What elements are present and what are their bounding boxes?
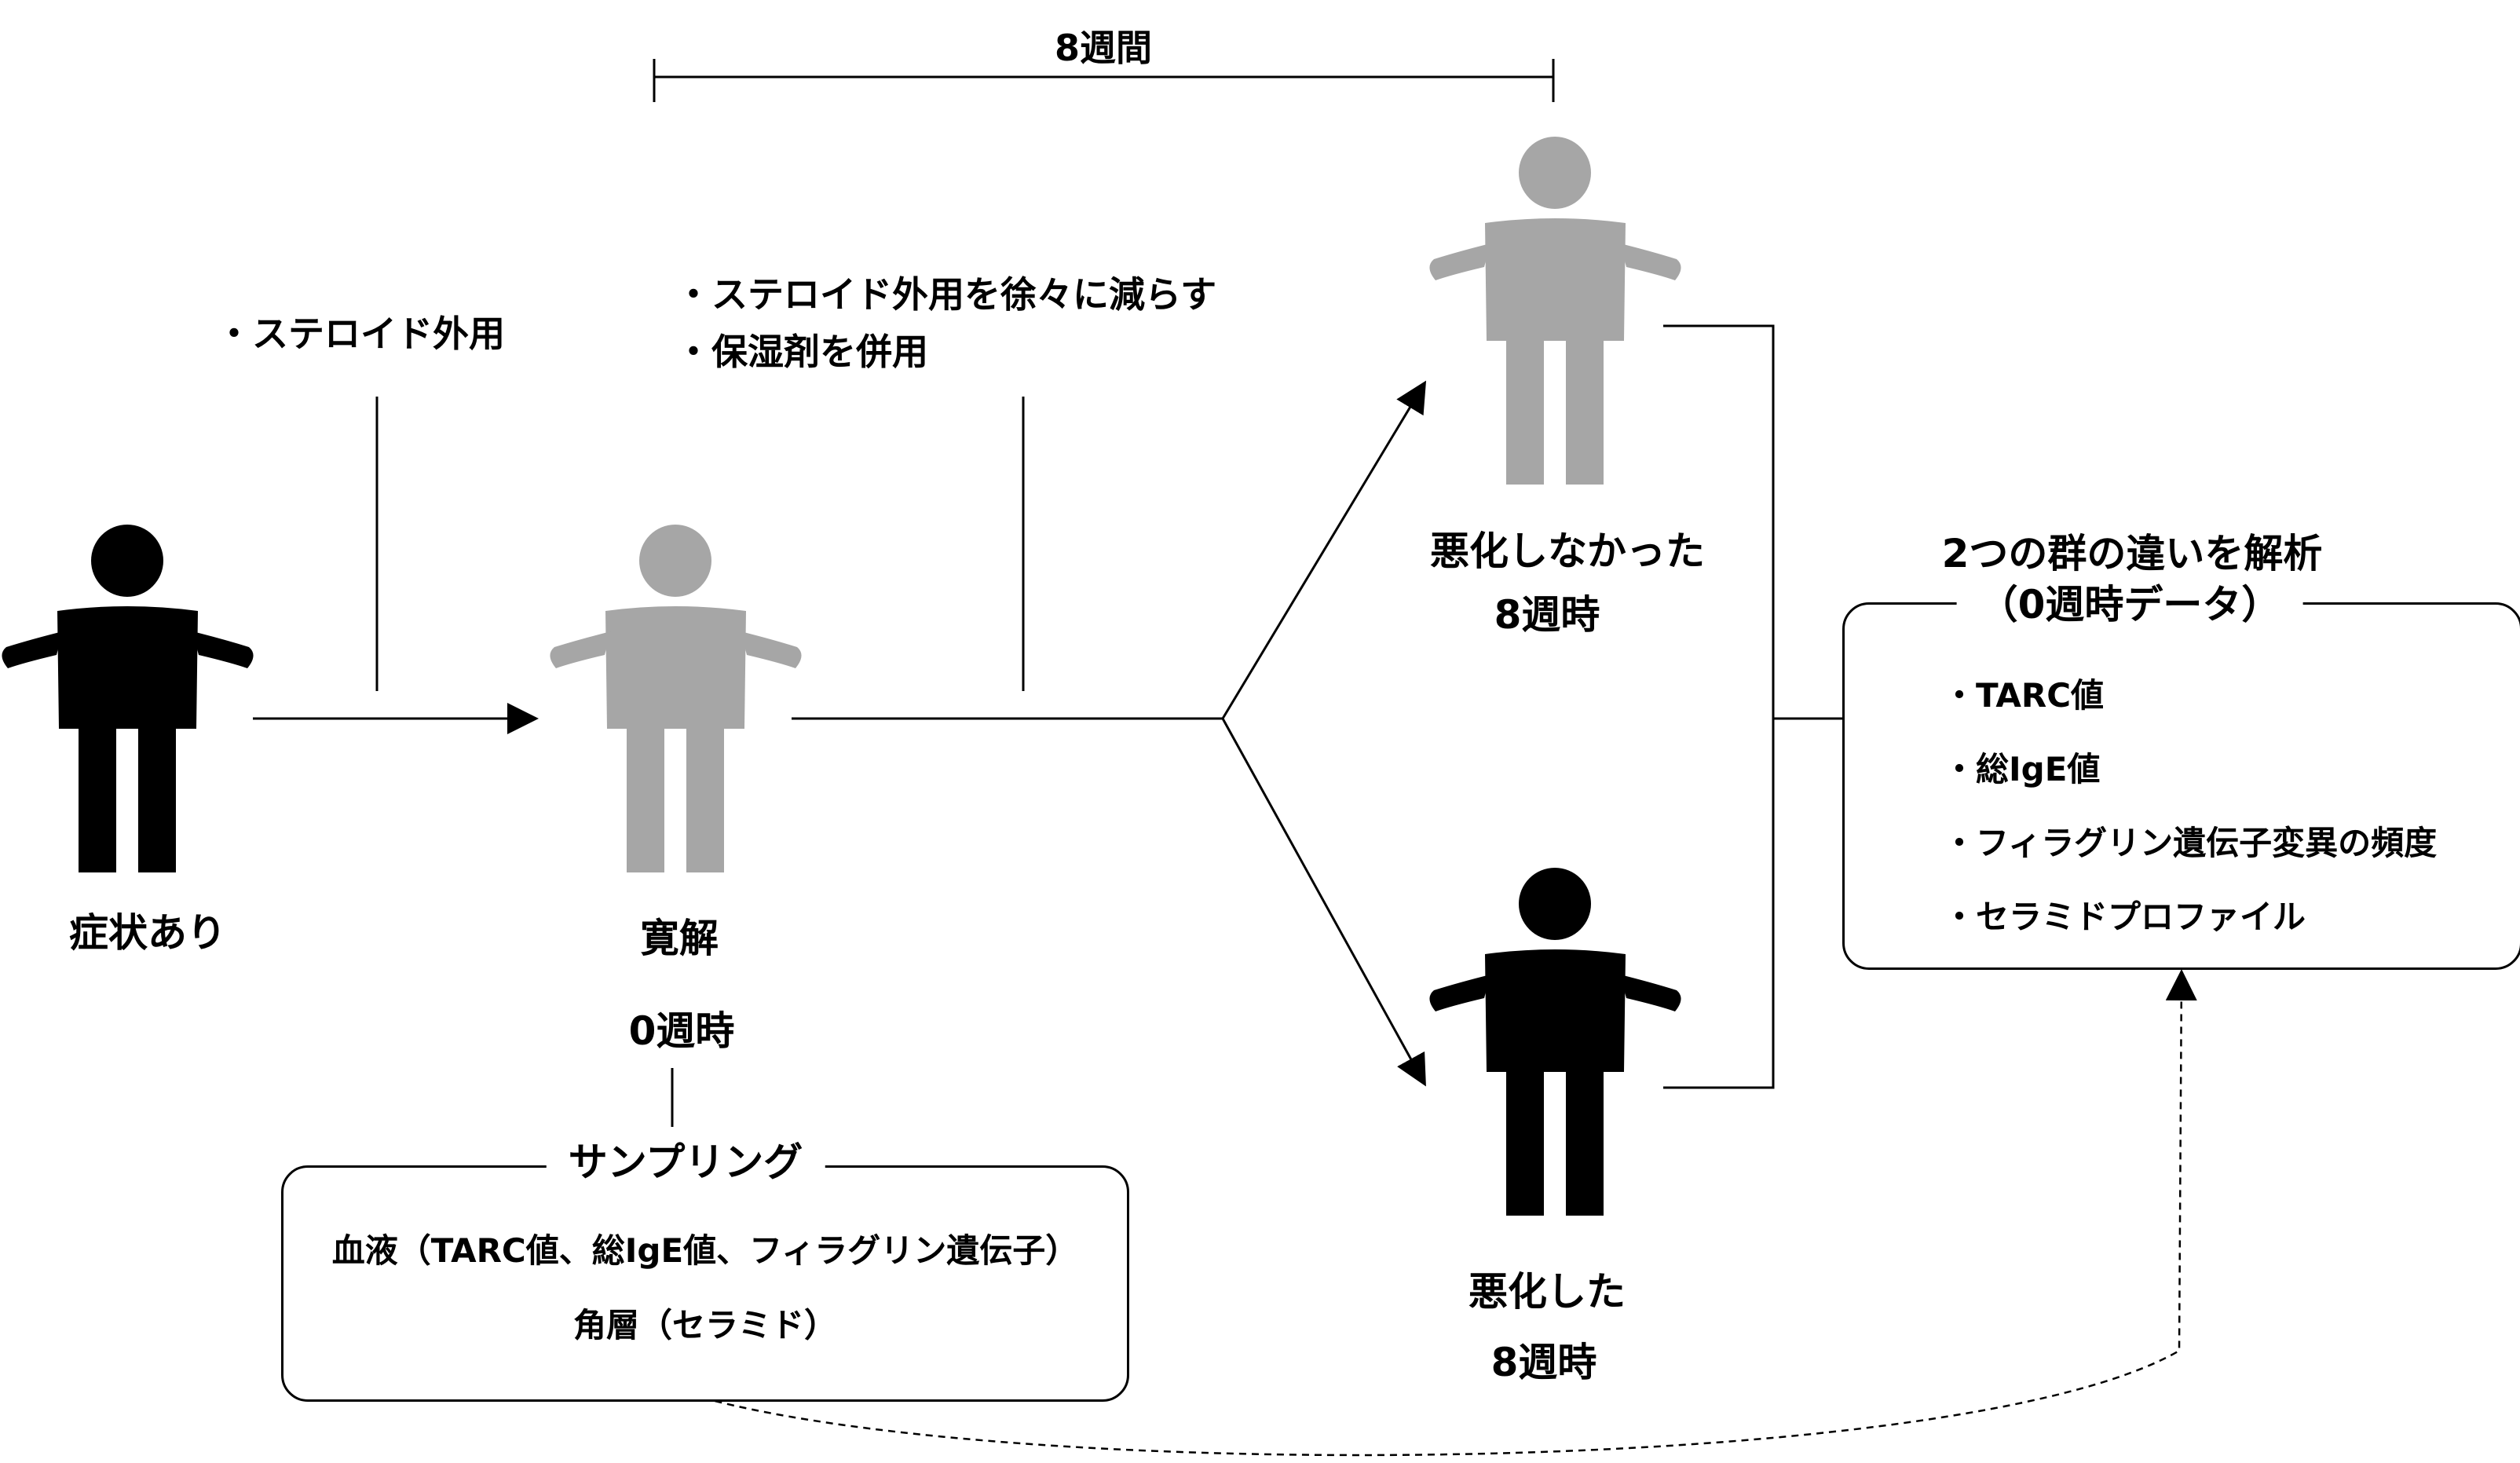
sampling-blood-line: 血液（TARC値、総IgE値、フィラグリン遺伝子） — [331, 1231, 1079, 1270]
dashed-arrow-sampling-to-analysis — [702, 969, 2197, 1457]
analysis-title-line2: （0週時データ） — [1956, 585, 2303, 624]
stage-not-worsened-week: 8週時 — [1494, 592, 1600, 638]
stage-remission-label: 寛解 — [640, 916, 719, 961]
duration-bracket — [653, 59, 1555, 102]
analysis-item: ・フィラグリン遺伝子変異の頻度 — [1943, 824, 2438, 862]
sampling-stratum-line: 角層（セラミド） — [572, 1306, 838, 1344]
duration-label: 8週間 — [1054, 27, 1153, 69]
sampling-title: サンプリング — [546, 1143, 825, 1182]
treatment2-line2: ・保湿剤を併用 — [675, 331, 928, 373]
stage-worsened-week: 8週時 — [1490, 1340, 1597, 1385]
arrow-to-worsened — [1221, 718, 1426, 1087]
analysis-box: ・TARC値 ・総IgE値 ・フィラグリン遺伝子変異の頻度 ・セラミドプロファイ… — [1842, 602, 2520, 970]
person-symptom-icon — [2, 525, 254, 872]
person-not-worsened-icon — [1429, 137, 1681, 485]
stage-week0-label: 0週時 — [628, 1008, 735, 1054]
analysis-item: ・セラミドプロファイル — [1943, 898, 2306, 936]
stage-symptom-label: 症状あり — [69, 910, 226, 956]
stage-not-worsened-label: 悪化しなかった — [1430, 529, 1705, 574]
arrow-to-not-worsened — [1221, 380, 1427, 719]
group-join-bracket — [1663, 324, 1775, 1089]
stage-worsened-label: 悪化した — [1468, 1269, 1626, 1315]
analysis-item: ・総IgE値 — [1943, 750, 2101, 788]
sampling-box: 血液（TARC値、総IgE値、フィラグリン遺伝子） 角層（セラミド） — [281, 1165, 1129, 1402]
treatment1-label: ・ステロイド外用 — [216, 313, 505, 355]
treatment2-line1: ・ステロイド外用を徐々に減らす — [675, 273, 1217, 316]
analysis-title-line1: 2つの群の違いを解析 — [1941, 531, 2323, 576]
analysis-item: ・TARC値 — [1943, 676, 2105, 715]
person-worsened-icon — [1429, 868, 1681, 1216]
person-remission-icon — [550, 525, 802, 872]
